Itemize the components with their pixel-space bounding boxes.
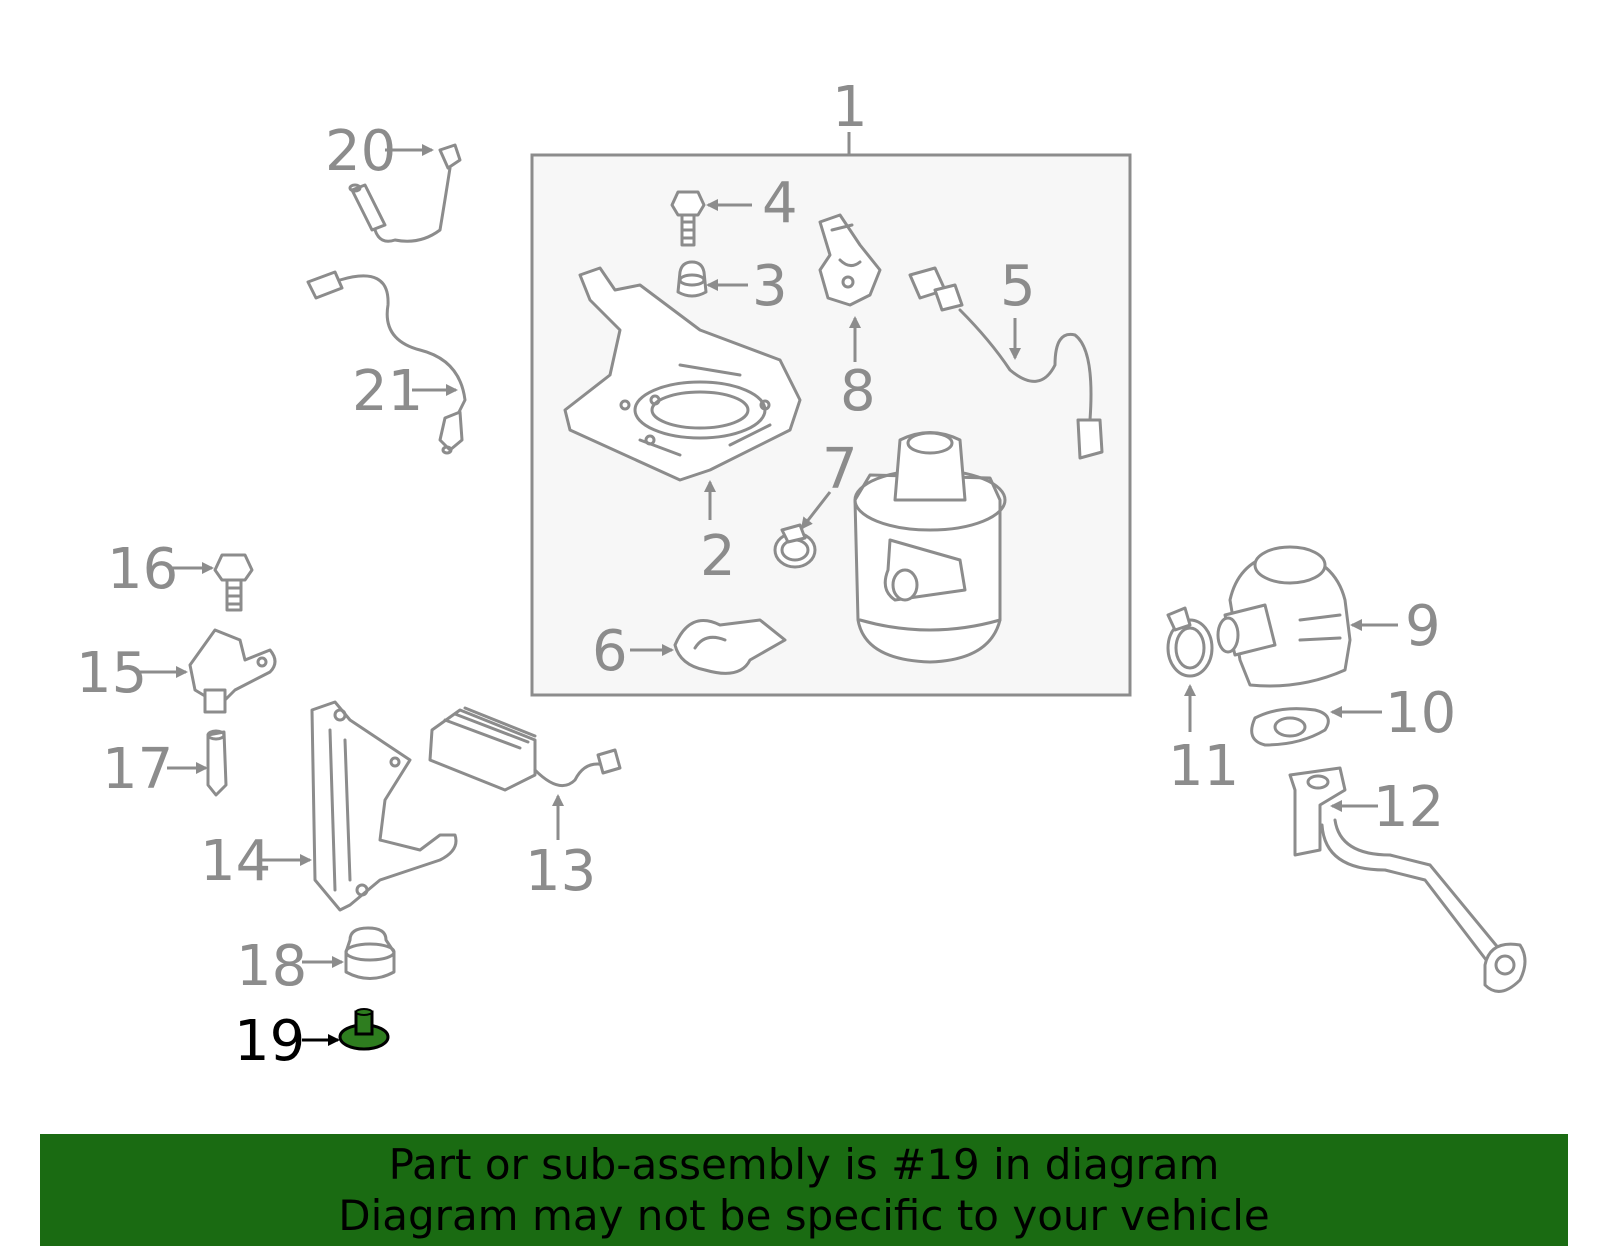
part-18-cap[interactable] bbox=[344, 926, 396, 980]
callout-1[interactable]: 1 bbox=[832, 75, 868, 140]
part-13-module[interactable] bbox=[428, 706, 622, 792]
air-pump-assembly bbox=[853, 431, 1007, 664]
part-21-o2-sensor[interactable] bbox=[306, 270, 467, 455]
part-2-bracket[interactable] bbox=[563, 266, 802, 482]
callout-9[interactable]: 9 bbox=[1405, 594, 1441, 659]
callout-12[interactable]: 12 bbox=[1373, 775, 1444, 840]
part-9-pump[interactable] bbox=[1216, 545, 1352, 688]
callout-16[interactable]: 16 bbox=[107, 537, 178, 602]
part-10-gasket[interactable] bbox=[1250, 707, 1330, 747]
callout-6[interactable]: 6 bbox=[592, 619, 628, 684]
part-14-bracket[interactable] bbox=[310, 700, 458, 912]
callout-14[interactable]: 14 bbox=[200, 829, 271, 894]
callout-19[interactable]: 19 bbox=[234, 1009, 305, 1074]
callout-20[interactable]: 20 bbox=[325, 119, 396, 184]
callout-8[interactable]: 8 bbox=[840, 359, 876, 424]
part-6-hose[interactable] bbox=[673, 618, 787, 675]
callout-4[interactable]: 4 bbox=[762, 171, 798, 236]
banner-line-2: Diagram may not be specific to your vehi… bbox=[338, 1191, 1270, 1240]
part-5-harness[interactable] bbox=[908, 266, 1104, 460]
part-17-pin[interactable] bbox=[206, 729, 228, 797]
callout-18[interactable]: 18 bbox=[236, 934, 307, 999]
part-15-sensor[interactable] bbox=[188, 628, 277, 714]
part-12-pipe[interactable] bbox=[1288, 766, 1527, 993]
callout-13[interactable]: 13 bbox=[525, 839, 596, 904]
part-11-clamp[interactable] bbox=[1166, 606, 1214, 678]
info-banner: Part or sub-assembly is #19 in diagram D… bbox=[40, 1134, 1568, 1246]
callout-3[interactable]: 3 bbox=[752, 254, 788, 319]
part-16-bolt[interactable] bbox=[213, 553, 254, 612]
callout-17[interactable]: 17 bbox=[102, 737, 173, 802]
callout-7[interactable]: 7 bbox=[822, 437, 858, 502]
part-3-grommet[interactable] bbox=[676, 260, 708, 298]
callout-11[interactable]: 11 bbox=[1168, 734, 1239, 799]
callout-2[interactable]: 2 bbox=[700, 524, 736, 589]
part-4-bolt[interactable] bbox=[670, 190, 706, 247]
banner-line-1: Part or sub-assembly is #19 in diagram bbox=[388, 1140, 1220, 1189]
callout-10[interactable]: 10 bbox=[1385, 681, 1456, 746]
callout-21[interactable]: 21 bbox=[352, 359, 423, 424]
part-7-clamp[interactable] bbox=[773, 523, 817, 569]
part-8-sensor[interactable] bbox=[818, 213, 882, 307]
callout-5[interactable]: 5 bbox=[1000, 254, 1036, 319]
part-20-o2-sensor[interactable] bbox=[348, 143, 462, 243]
callout-15[interactable]: 15 bbox=[76, 641, 147, 706]
part-19-highlighted[interactable] bbox=[338, 1008, 390, 1051]
